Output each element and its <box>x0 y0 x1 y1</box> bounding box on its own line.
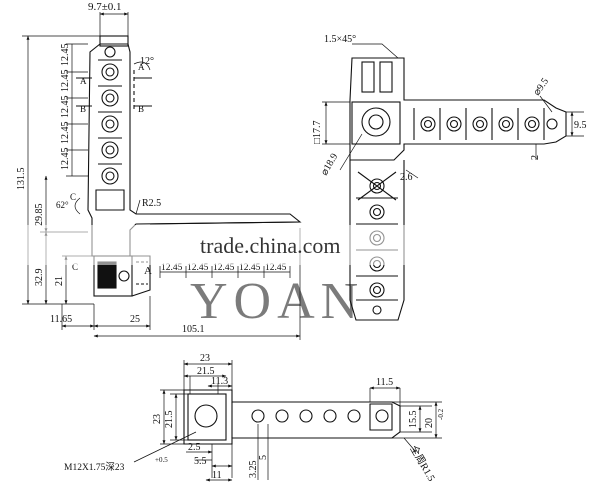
bottom-holes <box>251 403 393 431</box>
gap-2-dim: 2 <box>530 155 541 160</box>
watermark: trade.china.com YOAN <box>0 225 600 330</box>
bottom-pitch-dim: 12.45 <box>239 263 261 273</box>
width-11-3-dim: 11.3 <box>211 376 228 387</box>
bottom-view <box>183 389 401 445</box>
overall-length-dim: 105.1 <box>182 324 205 335</box>
offset-dim: 11.65 <box>50 314 72 325</box>
right-view-dims <box>322 43 584 179</box>
end-width-dim: 9.5 <box>574 120 587 131</box>
pitch-dim: 12.45 <box>60 122 71 145</box>
watermark-site: trade.china.com <box>200 233 341 258</box>
dim-5-5: 5.5 <box>194 456 207 467</box>
bottom-pitch-dim: 12.45 <box>265 263 287 273</box>
top-width-dim: 9.7±0.1 <box>88 1 122 13</box>
height-21-5-dim: 21.5 <box>164 411 175 429</box>
boss-diameter-dim: ⌀9.5 <box>531 76 551 97</box>
thread-hole <box>194 404 218 428</box>
dim-11: 11 <box>212 470 222 481</box>
label-c-2: C <box>72 262 78 272</box>
vertical-arm-outline <box>87 43 302 257</box>
logo-plate <box>97 261 117 289</box>
dim-5: 5 <box>258 455 269 460</box>
pitch-dim: 12.45 <box>60 44 71 67</box>
foot-width-dim: 25 <box>130 314 140 325</box>
thread-tolerance: +0.5 <box>155 456 168 464</box>
watermark-brand: YOAN <box>190 273 364 330</box>
pitch-dim: 12.45 <box>60 70 71 93</box>
bottom-pitch-dim: 12.45 <box>213 263 235 273</box>
left-view-labels: 9.7±0.1 12° A A B B 12.45 12.45 12.45 12… <box>16 1 287 335</box>
arm-holes <box>95 46 125 211</box>
overall-height-dim: 131.5 <box>16 168 27 191</box>
height-21-dim: 21 <box>54 276 65 286</box>
width-21-5-dim: 21.5 <box>197 366 215 377</box>
label-c-1: C <box>70 192 76 202</box>
height-29-85-dim: 29.85 <box>34 204 45 227</box>
dim-2-5: 2.5 <box>188 442 201 453</box>
height-2-6-dim: 2.6 <box>400 172 413 183</box>
height-23-dim: 23 <box>152 414 163 424</box>
bottom-pitch-dim: 12.45 <box>187 263 209 273</box>
top-cap <box>99 35 129 47</box>
bottom-pitch-dim: 12.45 <box>161 263 183 273</box>
height-15-5-dim: 15.5 <box>408 411 419 429</box>
view-a-label: A <box>144 265 152 277</box>
bottom-view-dims <box>133 360 442 482</box>
section-b-mark-2: B <box>80 104 86 114</box>
thread-callout: M12X1.75深23 <box>64 462 125 473</box>
left-view <box>76 35 302 297</box>
corner-block <box>351 101 401 145</box>
height-20-tolerance: -0.2 <box>437 408 445 420</box>
chamfer-dim: 1.5×45° <box>324 34 356 45</box>
angle-62-dim: 62° <box>56 200 69 210</box>
width-23-dim: 23 <box>200 353 210 364</box>
right-view <box>349 57 567 321</box>
fillet-note: 全周R1.5 <box>407 443 438 483</box>
square-dim: □17.7 <box>312 120 323 144</box>
pitch-dim: 12.45 <box>60 96 71 119</box>
bottom-part-outline <box>183 389 401 445</box>
circle-diameter-dim: ⌀18.9 <box>319 152 340 178</box>
horizontal-holes <box>413 108 558 140</box>
pitch-dim: 12.45 <box>60 148 71 171</box>
right-view-labels: 1.5×45° ⌀9.5 9.5 □17.7 ⌀18.9 2.6 2 <box>312 34 587 183</box>
angle-dim: 12° <box>140 56 154 67</box>
dim-3-25: 3.25 <box>248 461 259 479</box>
section-a-mark-1: A <box>138 62 145 72</box>
height-32-9-dim: 32.9 <box>34 269 45 287</box>
height-20-dim: 20 <box>424 418 435 428</box>
horizontal-arm-outline <box>349 57 567 161</box>
end-11-5-dim: 11.5 <box>376 377 393 388</box>
section-b-mark-1: B <box>138 104 144 114</box>
vertical-arm-outline-right <box>349 160 405 321</box>
section-a-mark-2: A <box>80 76 87 86</box>
radius-dim: R2.5 <box>142 198 161 209</box>
